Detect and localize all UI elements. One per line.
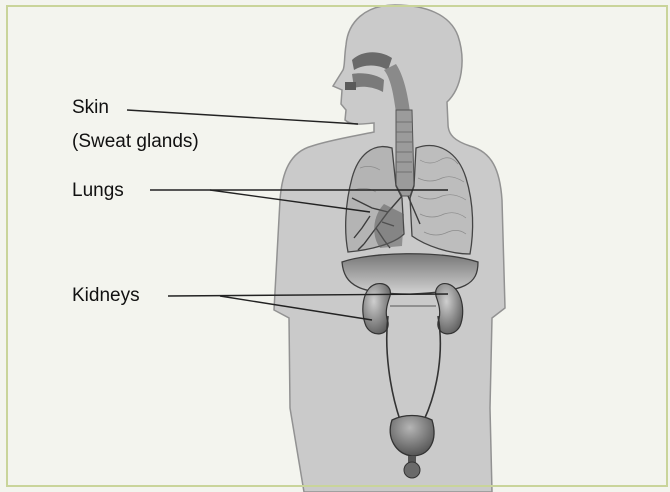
label-sweat-glands: (Sweat glands) [72, 131, 199, 153]
urethra-tip [404, 462, 420, 478]
left-kidney [363, 284, 391, 334]
leader-skin [127, 110, 358, 124]
diaphragm [342, 254, 478, 294]
label-skin: Skin [72, 97, 109, 119]
label-lungs: Lungs [72, 180, 124, 202]
mouth-opening [345, 82, 356, 90]
label-kidneys: Kidneys [72, 285, 140, 307]
trachea [396, 110, 414, 196]
